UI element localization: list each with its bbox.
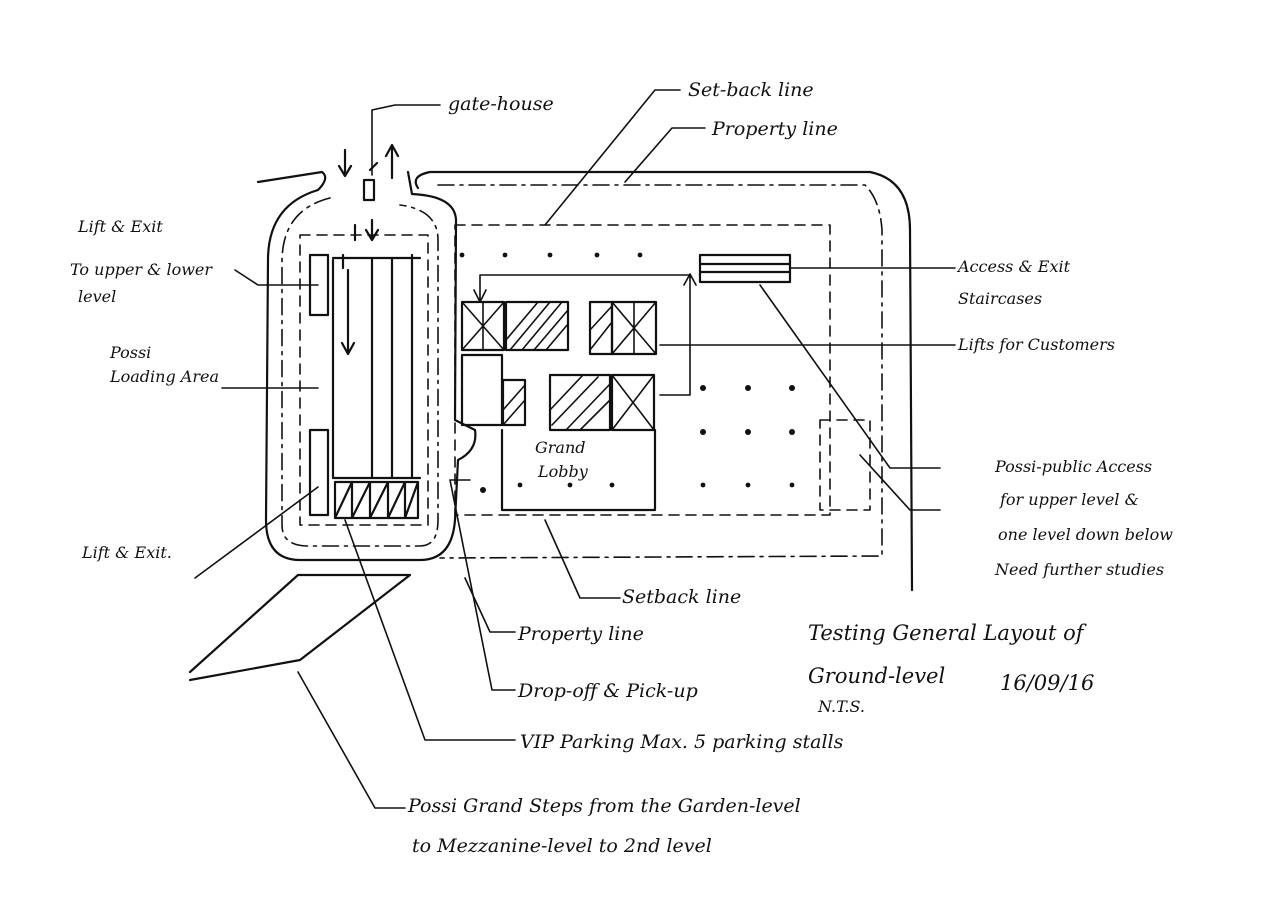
hatched-core-1-hatch <box>505 301 569 351</box>
main-setback-line <box>437 184 883 559</box>
hatched-core-3-hatch <box>502 384 526 426</box>
grand-lobby-outline <box>500 428 657 512</box>
label-vip: VIP Parking Max. 5 parking stalls <box>520 731 844 753</box>
label-lift-exit-top-1: Lift & Exit <box>77 217 163 236</box>
column-grid <box>459 252 795 493</box>
grand-steps-lines <box>188 573 412 682</box>
label-public-1: Possi-public Access <box>994 457 1152 476</box>
core-box <box>460 353 504 427</box>
leader-dropoff <box>449 479 516 691</box>
title-date: 16/09/16 <box>1000 671 1094 695</box>
lift-core-right-marks <box>611 301 657 355</box>
label-public-4: Need further studies <box>994 560 1164 579</box>
label-loading-2: Loading Area <box>109 367 219 386</box>
label-public-3: one level down below <box>998 525 1173 544</box>
leader-setback-bottom <box>544 519 621 599</box>
label-public-2: for upper level & <box>999 490 1139 509</box>
left-wing-property-outline <box>256 170 477 562</box>
gatehouse-box[interactable] <box>362 178 376 202</box>
label-lift-exit-top-2: To upper & lower <box>70 260 213 279</box>
title-scale: N.T.S. <box>817 697 865 716</box>
leader-vip <box>344 519 516 741</box>
label-grand-steps-2: to Mezzanine-level to 2nd level <box>412 835 712 857</box>
label-lifts-customers: Lifts for Customers <box>957 335 1115 354</box>
leader-grand-steps <box>297 671 406 809</box>
hatched-core-4 <box>548 373 612 432</box>
public-access-box[interactable] <box>819 419 871 511</box>
hatched-core-2-hatch <box>589 305 613 351</box>
access-exit-staircases[interactable] <box>698 253 792 284</box>
label-property-top: Property line <box>711 118 838 140</box>
label-grand-lobby-2: Lobby <box>537 462 589 481</box>
leader-property-bottom <box>464 577 516 633</box>
leader-public-2 <box>859 454 941 511</box>
leader-gatehouse <box>371 104 441 176</box>
left-wing-setback-outline <box>281 197 439 547</box>
leader-property-top <box>624 127 706 183</box>
leader-setback-top <box>544 89 681 226</box>
label-grand-lobby-1: Grand <box>535 438 586 457</box>
title-line-1: Testing General Layout of <box>808 621 1087 645</box>
loading-area-rect <box>299 234 429 526</box>
lift-core-lower[interactable] <box>610 373 656 432</box>
label-property-bottom: Property line <box>517 623 644 645</box>
leader-public-1 <box>759 284 941 469</box>
building-outline <box>454 224 831 516</box>
leader-lift-exit-bottom <box>194 486 319 579</box>
entry-arrow <box>337 143 400 242</box>
hatched-core-4-hatch <box>549 374 611 431</box>
lift-core-lower-marks <box>611 374 655 431</box>
label-lift-exit-bottom: Lift & Exit. <box>81 543 172 562</box>
vip-parking-stalls <box>333 480 420 520</box>
label-setback-top: Set-back line <box>688 79 814 101</box>
label-dropoff: Drop-off & Pick-up <box>517 680 698 702</box>
access-arrows <box>473 273 697 396</box>
label-gatehouse: gate-house <box>448 93 554 115</box>
title-line-2: Ground-level <box>808 664 945 688</box>
label-loading-1: Possi <box>109 343 151 362</box>
label-access-exit-1: Access & Exit <box>956 257 1071 276</box>
main-property-line <box>414 170 914 592</box>
lane-arrows <box>340 218 380 356</box>
label-grand-steps-1: Possi Grand Steps from the Garden-level <box>407 795 801 817</box>
label-lift-exit-top-3: level <box>78 287 116 306</box>
lift-exit-bottom-box <box>308 428 330 517</box>
lift-core-left-marks <box>461 301 505 351</box>
leader-lift-exit-top <box>234 269 319 286</box>
label-access-exit-2: Staircases <box>958 289 1042 308</box>
hatched-core-3 <box>501 378 527 427</box>
vip-lane-lines <box>331 253 422 480</box>
label-setback-bottom: Setback line <box>622 586 741 608</box>
